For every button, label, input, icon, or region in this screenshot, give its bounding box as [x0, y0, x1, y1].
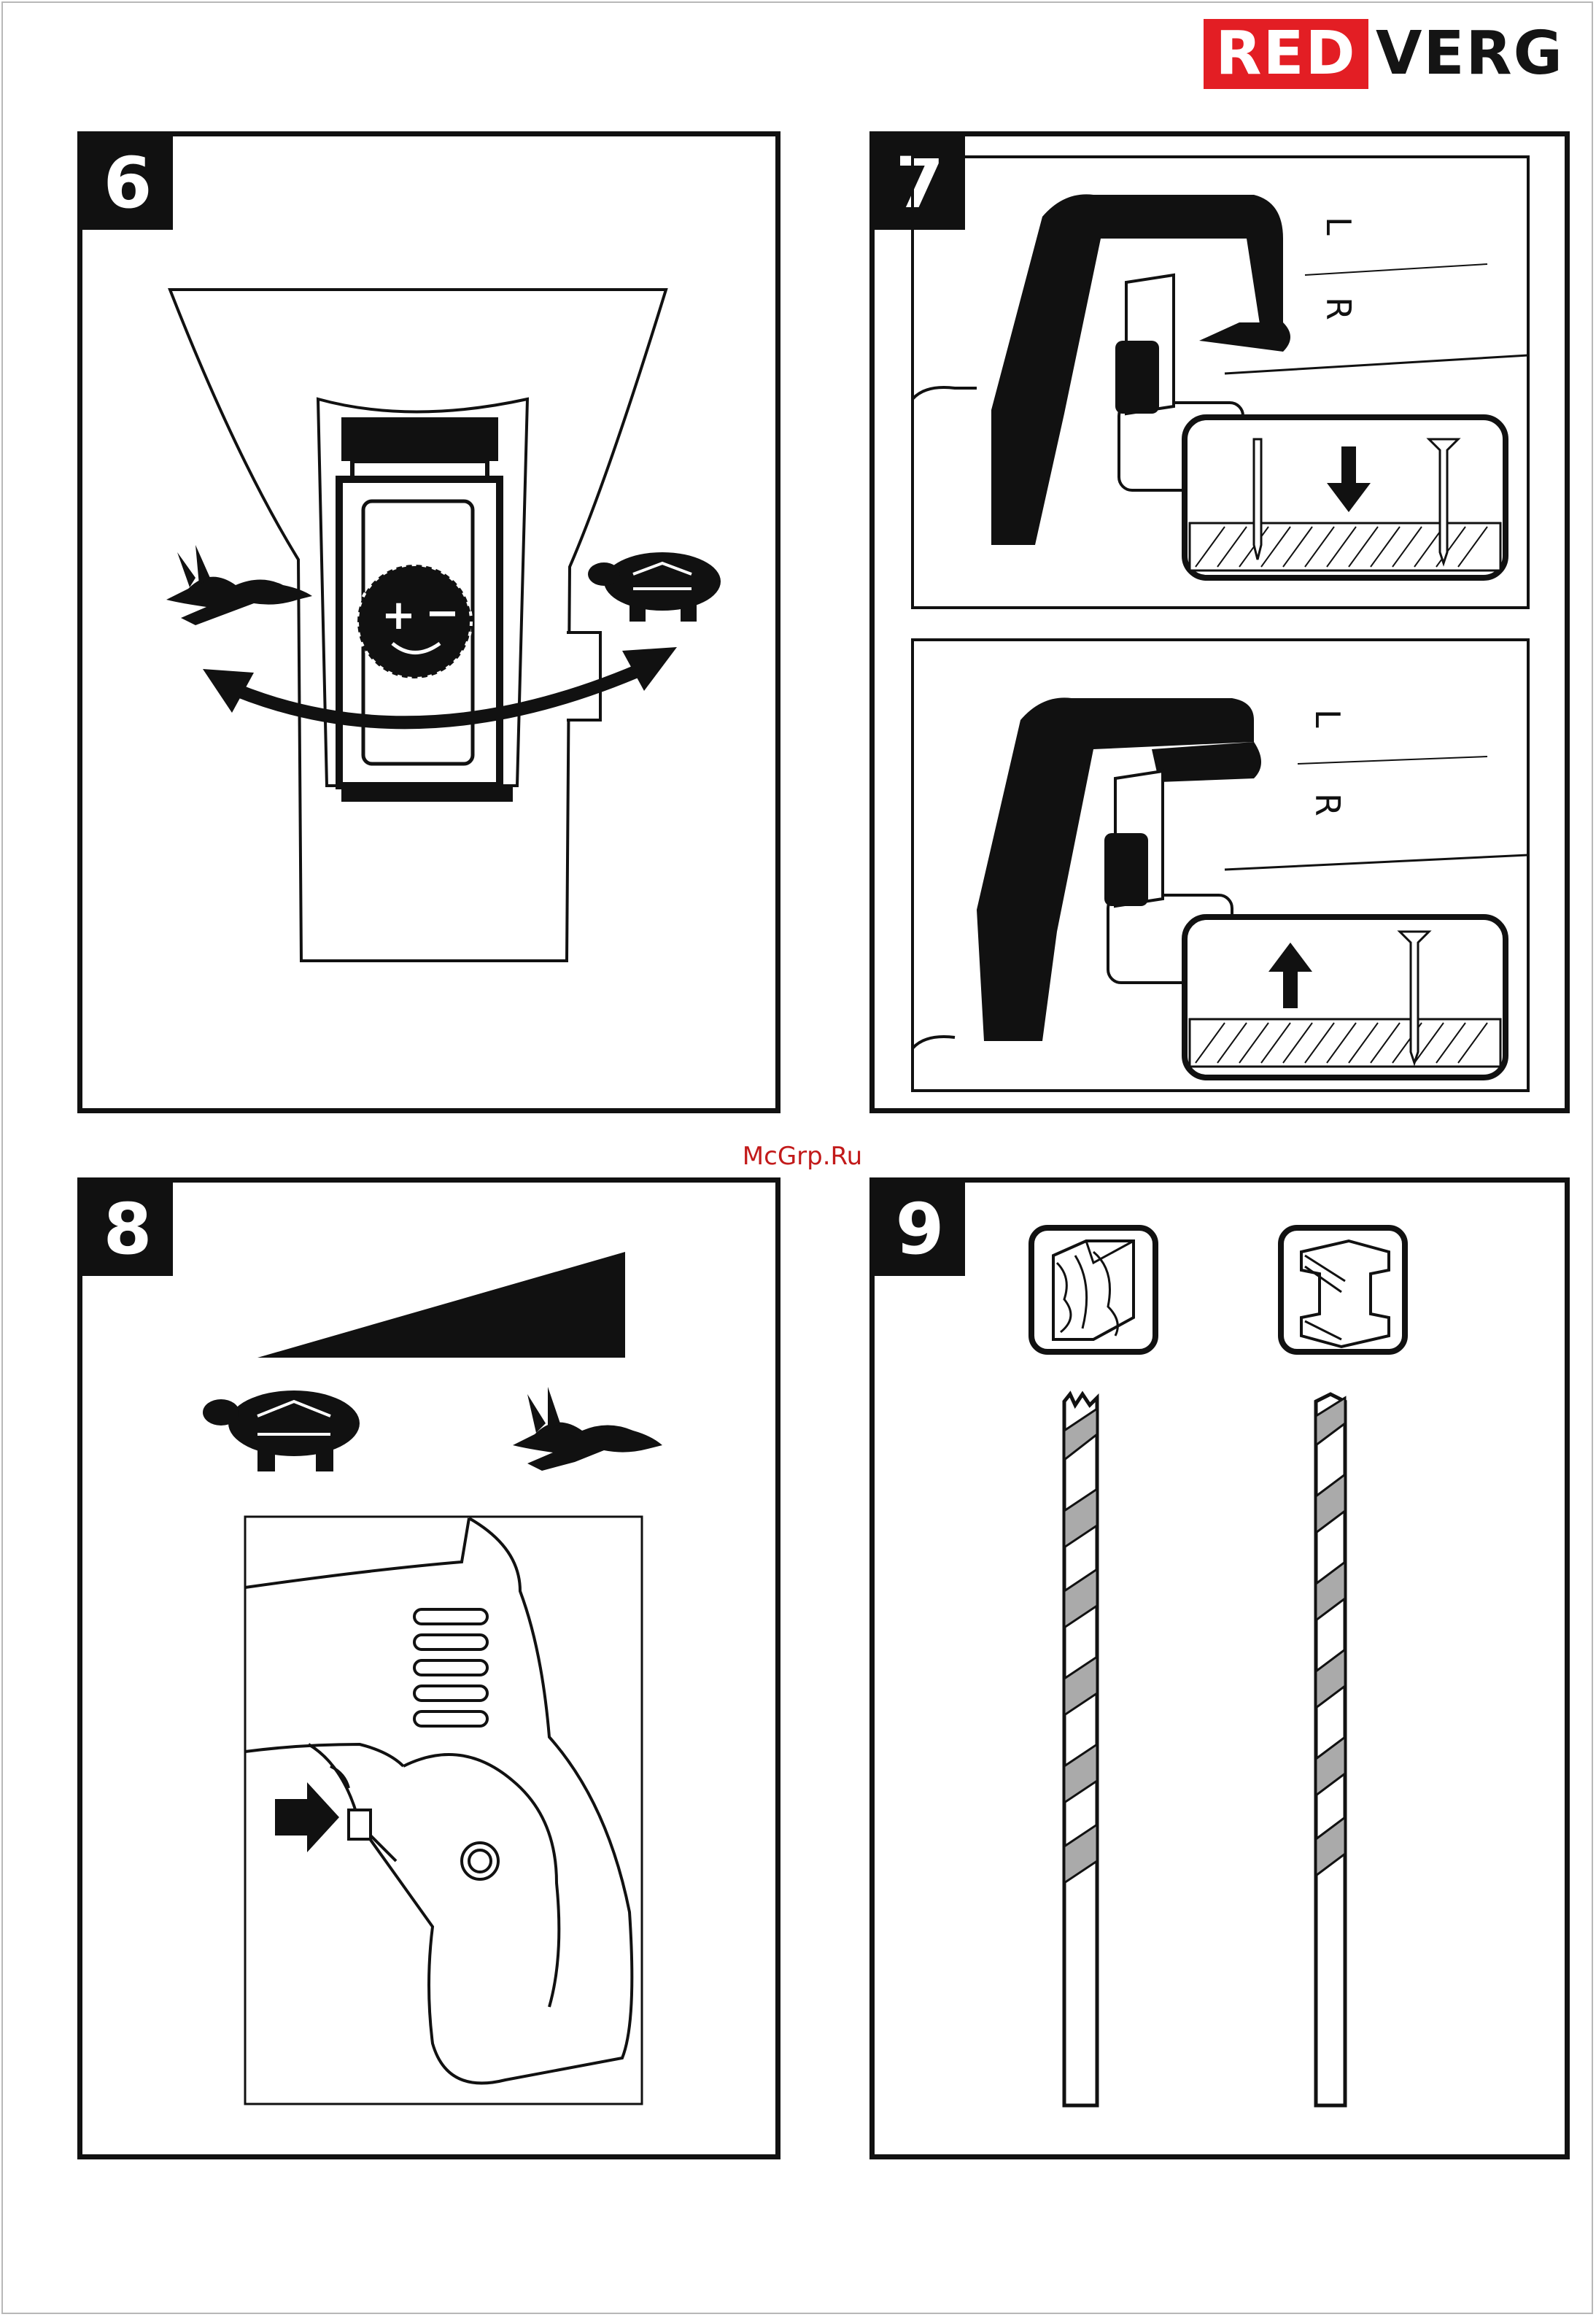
hare-icon [513, 1387, 662, 1471]
drill-bits-illustration [875, 1183, 1565, 2154]
panel-9: 9 [869, 1177, 1570, 2159]
speed-wedge-icon [257, 1252, 625, 1358]
dial-minus: − [425, 589, 460, 637]
speed-dial-icon: + − [357, 565, 471, 678]
forward-inset [1185, 417, 1506, 578]
metal-beam-icon [1281, 1228, 1405, 1352]
watermark: McGrp.Ru [729, 1142, 875, 1171]
reverse-switch-illustration: L R L R [875, 136, 1565, 1108]
wood-material-icon [1031, 1228, 1155, 1352]
label-l: L [1319, 217, 1358, 236]
label-l: L [1308, 709, 1347, 728]
reverse-inset [1185, 917, 1506, 1078]
brand-logo: RED VERG [1204, 19, 1554, 89]
wood-drill-bit-icon [1064, 1394, 1097, 2105]
hare-icon [166, 545, 312, 625]
label-r: R [1308, 793, 1347, 816]
panel-6: 6 + − [77, 131, 780, 1113]
dial-plus: + [381, 592, 416, 639]
speed-trigger-illustration [82, 1183, 775, 2154]
brand-logo-dark: VERG [1376, 19, 1551, 89]
tortoise-icon [203, 1390, 360, 1471]
panel-7: 7 L R [869, 131, 1570, 1113]
drill-bit-icon [1254, 439, 1261, 560]
tortoise-icon [588, 552, 721, 622]
label-r: R [1319, 297, 1358, 320]
speed-dial-illustration: + − [82, 136, 775, 1108]
metal-drill-bit-icon [1316, 1394, 1345, 2105]
dial-top-cap [341, 417, 498, 461]
brand-logo-red: RED [1204, 19, 1368, 89]
panel-8: 8 [77, 1177, 780, 2159]
